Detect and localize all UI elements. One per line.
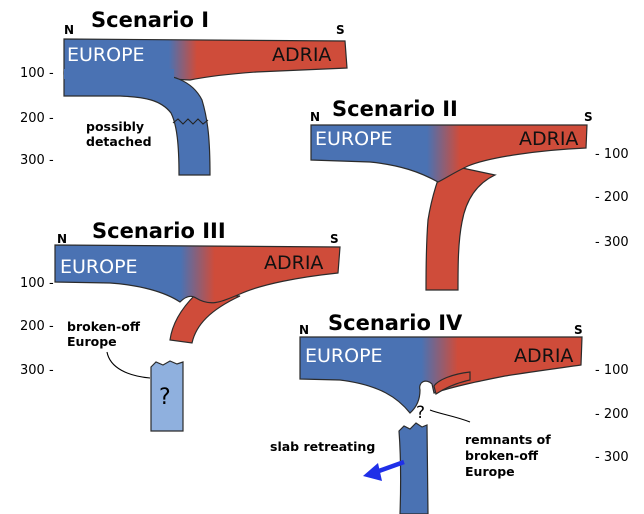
scenario-1-europe-slab: [63, 71, 211, 176]
scenario-2: Scenario II N S EUROPE ADRIA - 100 - 200…: [310, 97, 629, 291]
broken-europe-label: Europe: [67, 334, 117, 349]
scenario-4-plates: [299, 336, 583, 414]
scenario-4: Scenario IV N S EUROPE ADRIA - 100 - 200…: [270, 311, 629, 514]
slab-retreating-label: slab retreating: [270, 439, 375, 454]
scenario-3-adria-slab: [169, 294, 241, 344]
scenario-3-south: S: [330, 232, 339, 246]
retreat-arrow: [363, 459, 405, 481]
scenario-1-title: Scenario I: [91, 8, 209, 32]
broken-off-leader: [106, 351, 151, 379]
scenario-4-north: N: [299, 323, 309, 337]
scenario-1-depth-100: 100 -: [20, 66, 54, 81]
scenario-2-depth-200: - 200: [595, 190, 629, 205]
fragment-question-mark: ?: [159, 385, 171, 410]
scenario-2-adria-slab: [425, 154, 497, 291]
scenario-2-plates: [310, 124, 588, 183]
scenario-1-depth-300: 300 -: [20, 153, 54, 168]
scenario-1-south: S: [336, 23, 345, 37]
scenario-4-depth-200: - 200: [595, 407, 629, 422]
scenario-1-europe-fill: [64, 69, 174, 79]
scenario-2-depth-100: - 100: [595, 147, 629, 162]
scenario-1-north: N: [64, 23, 74, 37]
detached-label: detached: [86, 134, 152, 149]
scenario-3-title: Scenario III: [92, 219, 226, 243]
scenario-1-adria-label: ADRIA: [272, 44, 331, 66]
scenario-2-north: N: [310, 110, 320, 124]
scenario-3-adria-label: ADRIA: [264, 252, 323, 274]
scenario-1-europe-label: EUROPE: [67, 44, 145, 66]
scenario-1: Scenario I N S EUROPE ADRIA 100 - 200 - …: [20, 8, 348, 176]
scenario-4-south: S: [574, 323, 583, 337]
scenario-3: Scenario III N S EUROPE ADRIA 100 - 200 …: [20, 219, 341, 432]
remnants-europe-label: Europe: [465, 464, 515, 479]
possibly-label: possibly: [86, 119, 144, 134]
scenario-3-north: N: [57, 232, 67, 246]
broken-off-label: broken-off: [67, 319, 141, 334]
remnants-of-label: remnants of: [465, 432, 551, 447]
remnant-question-mark: ?: [416, 403, 425, 423]
scenario-4-adria-tip: [433, 371, 471, 395]
scenario-3-europe-label: EUROPE: [60, 256, 138, 278]
scenario-3-depth-300: 300 -: [20, 363, 54, 378]
scenario-3-plates: [54, 244, 341, 304]
scenario-1-depth-200: 200 -: [20, 111, 54, 126]
remnants-leader: [429, 409, 471, 423]
scenario-4-europe-label: EUROPE: [305, 345, 383, 367]
scenario-3-depth-100: 100 -: [20, 276, 54, 291]
scenario-2-depth-300: - 300: [595, 235, 629, 250]
scenario-4-depth-300: - 300: [595, 450, 629, 465]
remnants-broken-off-label: broken-off: [465, 448, 539, 463]
scenario-2-title: Scenario II: [332, 97, 458, 121]
scenario-2-south: S: [584, 110, 593, 124]
detachment-line: [172, 118, 209, 125]
scenario-4-europe-remnant: [398, 422, 429, 514]
scenario-4-adria-label: ADRIA: [514, 345, 573, 367]
scenario-2-europe-label: EUROPE: [315, 128, 393, 150]
scenario-3-depth-200: 200 -: [20, 319, 54, 334]
broken-off-fragment: [150, 360, 184, 432]
scenario-2-adria-label: ADRIA: [519, 128, 578, 150]
scenario-4-title: Scenario IV: [328, 311, 463, 335]
scenario-4-depth-100: - 100: [595, 363, 629, 378]
